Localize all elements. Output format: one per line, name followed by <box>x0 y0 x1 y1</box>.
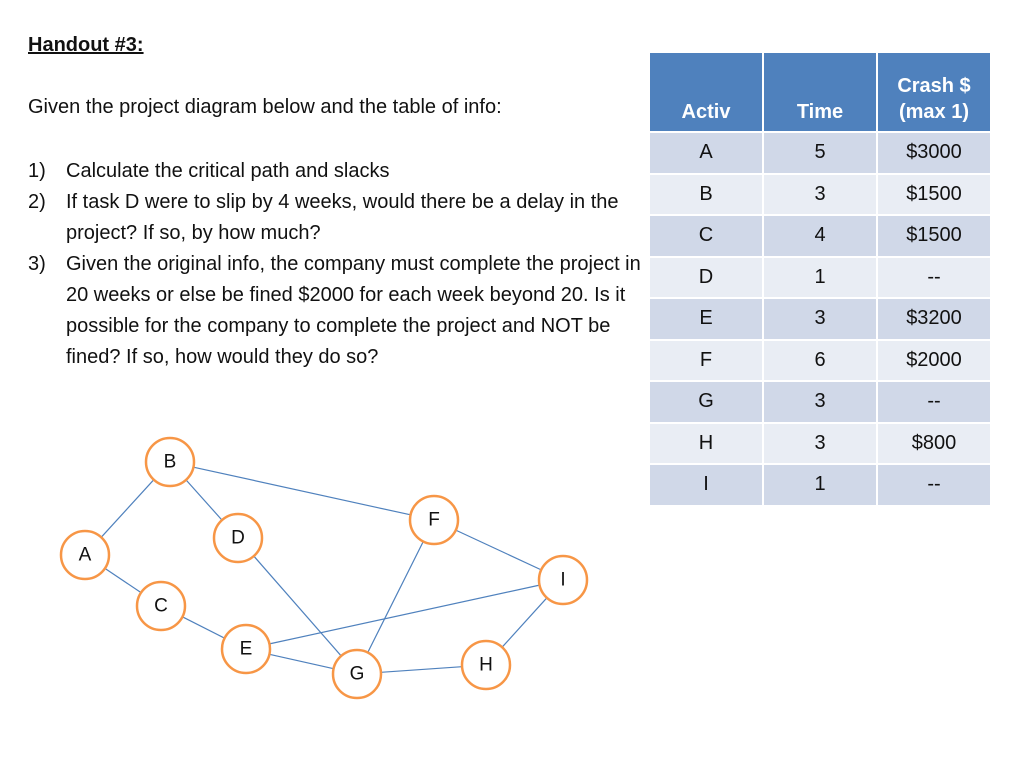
node-circle <box>59 529 111 581</box>
edge-e-i <box>269 584 540 645</box>
cell-crash: $800 <box>876 421 992 465</box>
node-b: B <box>144 436 196 488</box>
node-i: I <box>537 554 589 606</box>
edge-b-f <box>193 466 411 516</box>
header-crash-line1: Crash $ <box>897 75 971 97</box>
node-label: C <box>154 596 168 617</box>
question-item: 3) Given the original info, the company … <box>28 249 648 373</box>
table-row: D 1 -- <box>648 255 992 299</box>
question-number: 1) <box>28 160 46 182</box>
node-circle <box>212 512 264 564</box>
cell-crash: $3000 <box>876 131 992 175</box>
cell-crash: $3200 <box>876 297 992 341</box>
edge-f-g <box>367 541 424 653</box>
table-row: H 3 $800 <box>648 421 992 465</box>
intro-text: Given the project diagram below and the … <box>28 96 502 118</box>
cell-activ: A <box>648 131 764 175</box>
cell-activ: B <box>648 172 764 216</box>
node-circle <box>331 648 383 700</box>
cell-crash: $2000 <box>876 338 992 382</box>
edge-b-d <box>185 479 223 521</box>
cell-time: 3 <box>762 380 878 424</box>
cell-activ: I <box>648 463 764 507</box>
node-a: A <box>59 529 111 581</box>
header-crash: Crash $ (max 1) <box>876 51 992 133</box>
node-label: F <box>428 510 440 531</box>
question-text: Given the original info, the company mus… <box>66 253 641 368</box>
question-text: Calculate the critical path and slacks <box>66 160 390 182</box>
table-row: A 5 $3000 <box>648 131 992 175</box>
question-number: 2) <box>28 191 46 213</box>
cell-time: 3 <box>762 421 878 465</box>
node-g: G <box>331 648 383 700</box>
node-circle <box>537 554 589 606</box>
node-label: H <box>479 655 493 676</box>
edge-a-c <box>104 567 142 594</box>
node-label: A <box>79 545 92 566</box>
question-number: 3) <box>28 253 46 275</box>
table-row: I 1 -- <box>648 463 992 507</box>
edges-layer <box>100 466 548 673</box>
cell-activ: F <box>648 338 764 382</box>
header-time: Time <box>762 51 878 133</box>
question-list: 1) Calculate the critical path and slack… <box>28 156 648 373</box>
question-item: 2) If task D were to slip by 4 weeks, wo… <box>28 187 648 249</box>
node-label: E <box>240 639 253 660</box>
node-circle <box>460 639 512 691</box>
node-circle <box>408 494 460 546</box>
node-h: H <box>460 639 512 691</box>
cell-activ: G <box>648 380 764 424</box>
table-header-row: Activ Time Crash $ (max 1) <box>648 51 992 133</box>
cell-time: 4 <box>762 214 878 258</box>
handout-title: Handout #3: <box>28 34 144 56</box>
cell-activ: E <box>648 297 764 341</box>
edge-c-e <box>182 616 225 639</box>
header-crash-line2: (max 1) <box>898 101 970 123</box>
node-circle <box>220 623 272 675</box>
node-c: C <box>135 580 187 632</box>
cell-activ: C <box>648 214 764 258</box>
edge-f-i <box>455 529 542 571</box>
cell-time: 6 <box>762 338 878 382</box>
cell-time: 3 <box>762 172 878 216</box>
cell-time: 1 <box>762 463 878 507</box>
node-label: I <box>560 570 565 591</box>
table-row: C 4 $1500 <box>648 214 992 258</box>
cell-crash: -- <box>876 463 992 507</box>
cell-time: 1 <box>762 255 878 299</box>
node-f: F <box>408 494 460 546</box>
nodes-layer: A B C D E F G H I <box>59 436 589 700</box>
table-row: G 3 -- <box>648 380 992 424</box>
edge-h-i <box>501 597 548 648</box>
edge-a-b <box>100 479 155 538</box>
edge-e-g <box>269 653 334 670</box>
edge-d-g <box>253 555 342 657</box>
cell-crash: $1500 <box>876 214 992 258</box>
node-e: E <box>220 623 272 675</box>
table-row: E 3 $3200 <box>648 297 992 341</box>
table-row: B 3 $1500 <box>648 172 992 216</box>
cell-crash: $1500 <box>876 172 992 216</box>
edge-g-h <box>380 666 463 673</box>
node-d: D <box>212 512 264 564</box>
question-text: If task D were to slip by 4 weeks, would… <box>66 191 619 244</box>
cell-activ: D <box>648 255 764 299</box>
node-circle <box>135 580 187 632</box>
node-label: G <box>350 664 365 685</box>
cell-activ: H <box>648 421 764 465</box>
cell-crash: -- <box>876 255 992 299</box>
node-label: B <box>164 452 177 473</box>
cell-crash: -- <box>876 380 992 424</box>
table-row: F 6 $2000 <box>648 338 992 382</box>
header-activ: Activ <box>648 51 764 133</box>
cell-time: 5 <box>762 131 878 175</box>
cell-time: 3 <box>762 297 878 341</box>
node-label: D <box>231 528 245 549</box>
question-item: 1) Calculate the critical path and slack… <box>28 156 648 187</box>
activity-table: Activ Time Crash $ (max 1) A 5 $3000 B 3… <box>648 51 992 507</box>
node-circle <box>144 436 196 488</box>
